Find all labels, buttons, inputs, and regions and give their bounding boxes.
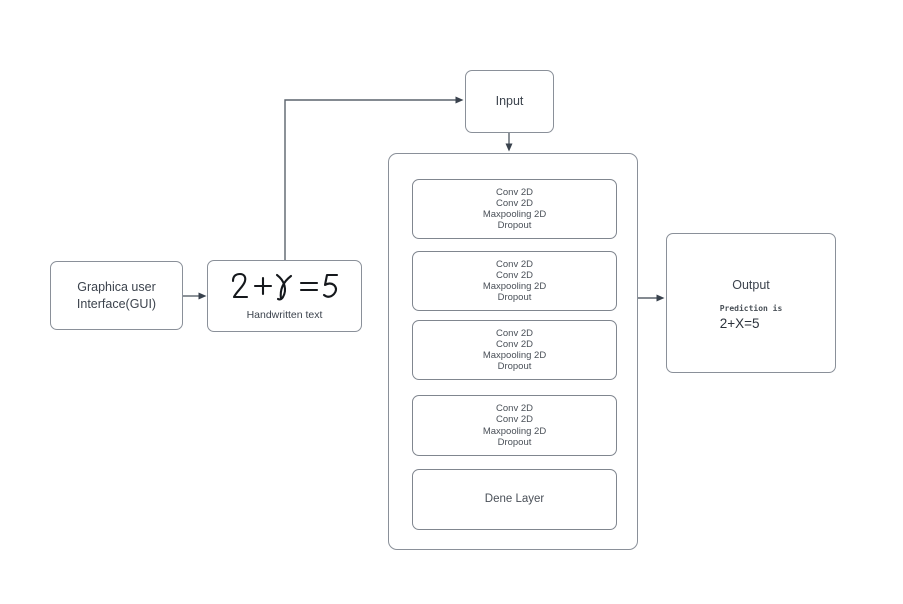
layer-line: Dropout xyxy=(497,436,532,448)
layer-line: Dropout xyxy=(497,292,532,304)
layer-line: Maxpooling 2D xyxy=(482,425,547,437)
gui-label-line2: Interface(GUI) xyxy=(76,296,157,311)
glyph-x-stroke2 xyxy=(279,274,292,300)
layer-line: Conv 2D xyxy=(496,197,533,209)
prediction-value: 2+X=5 xyxy=(719,316,760,331)
glyph-2 xyxy=(231,272,248,298)
node-input: Input xyxy=(465,70,554,133)
layer-line: Conv 2D xyxy=(496,414,533,426)
dense-layer-block: Dene Layer xyxy=(412,469,617,530)
layer-line: Maxpooling 2D xyxy=(482,281,547,292)
node-output: Output Prediction is 2+X=5 xyxy=(666,233,836,373)
node-handwritten-text: Handwritten text xyxy=(207,260,362,332)
layer-line: Dropout xyxy=(497,220,532,232)
layer-line: Conv 2D xyxy=(496,327,533,339)
prediction-block: Prediction is 2+X=5 xyxy=(720,304,783,331)
conv-block-2: Conv 2D Conv 2D Maxpooling 2D Dropout xyxy=(412,251,617,311)
node-gui: Graphica user Interface(GUI) xyxy=(50,261,183,330)
input-label: Input xyxy=(495,94,524,108)
conv-block-3: Conv 2D Conv 2D Maxpooling 2D Dropout xyxy=(412,320,617,380)
layer-line: Conv 2D xyxy=(496,258,533,270)
glyph-5 xyxy=(322,273,338,298)
layer-line: Conv 2D xyxy=(496,338,533,350)
layer-line: Dene Layer xyxy=(484,492,545,505)
layer-line: Conv 2D xyxy=(496,269,533,281)
layer-line: Maxpooling 2D xyxy=(482,350,547,361)
layer-line: Maxpooling 2D xyxy=(482,209,547,220)
glyph-x-stroke1 xyxy=(275,273,286,300)
output-title: Output xyxy=(732,278,770,292)
cnn-container: Conv 2D Conv 2D Maxpooling 2D Dropout Co… xyxy=(388,153,638,550)
conv-block-1: Conv 2D Conv 2D Maxpooling 2D Dropout xyxy=(412,179,617,239)
layer-line: Conv 2D xyxy=(496,186,533,198)
prediction-label: Prediction is xyxy=(719,304,783,313)
gui-label-line1: Graphica user xyxy=(77,279,156,294)
handwritten-equation-drawing xyxy=(231,272,338,300)
handwritten-caption: Handwritten text xyxy=(246,308,323,321)
conv-block-4: Conv 2D Conv 2D Maxpooling 2D Dropout xyxy=(412,395,617,456)
layer-line: Dropout xyxy=(497,361,532,373)
layer-line: Conv 2D xyxy=(496,403,533,415)
